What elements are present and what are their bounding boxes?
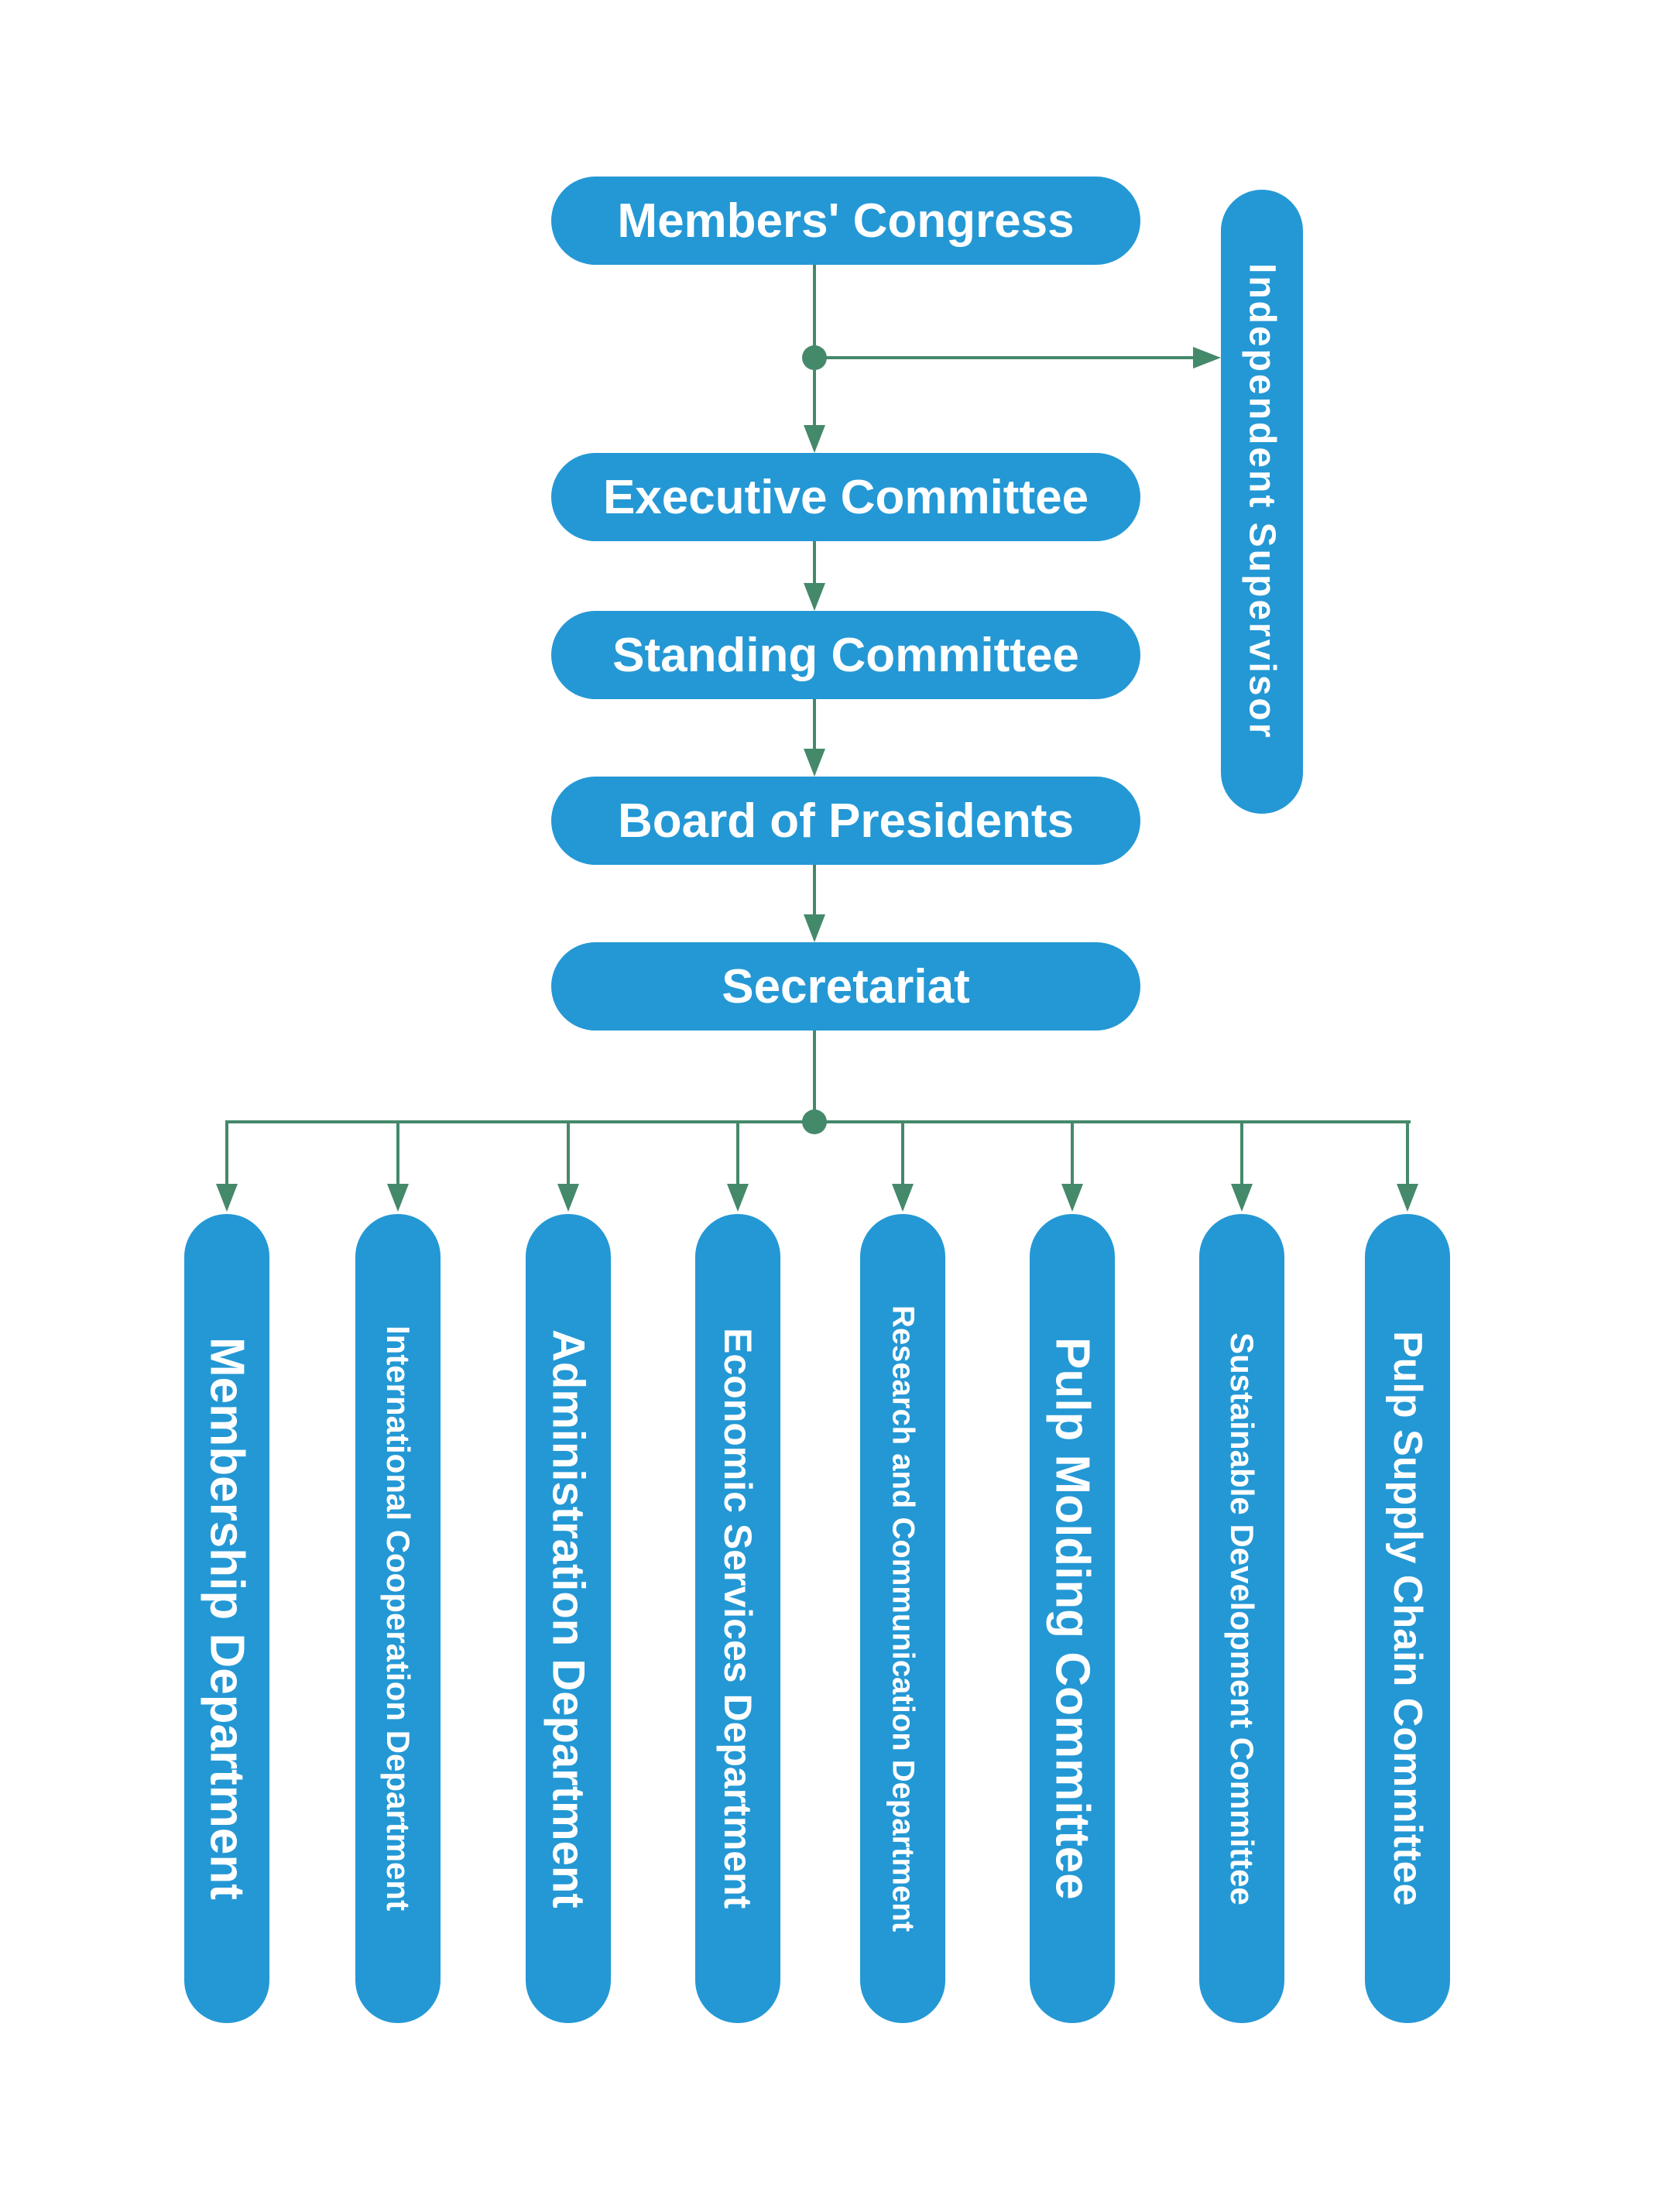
- arrowhead-down-icon: [1231, 1184, 1253, 1212]
- node-label: Standing Committee: [612, 628, 1079, 682]
- arrowhead-down-icon: [804, 749, 825, 777]
- node-label: Pulp Molding Committee: [1045, 1337, 1099, 1900]
- node-label: Pulp Supply Chain Committee: [1385, 1331, 1430, 1906]
- arrowhead-down-icon: [727, 1184, 749, 1212]
- node-label: Secretariat: [722, 959, 970, 1013]
- connector-line: [813, 265, 816, 425]
- arrowhead-down-icon: [1397, 1184, 1418, 1212]
- node-label: Executive Committee: [602, 470, 1089, 524]
- node-label: Independent Supervisor: [1241, 263, 1283, 740]
- arrowhead-down-icon: [892, 1184, 914, 1212]
- arrowhead-down-icon: [1061, 1184, 1083, 1212]
- node-label: Research and Communication Department: [886, 1305, 921, 1932]
- arrowhead-down-icon: [804, 583, 825, 611]
- connector-line: [814, 356, 1193, 359]
- node-standing-committee: Standing Committee: [551, 611, 1140, 699]
- connector-line: [1071, 1122, 1074, 1184]
- connector-line: [736, 1122, 739, 1184]
- connector-line: [901, 1122, 904, 1184]
- node-label: Board of Presidents: [617, 794, 1075, 848]
- node-economic-services-department: Economic Services Department: [695, 1214, 780, 2023]
- node-label: Membership Department: [200, 1337, 254, 1900]
- connector-line: [813, 541, 816, 583]
- node-label: International Cooperation Department: [380, 1325, 417, 1912]
- connector-line: [567, 1122, 570, 1184]
- arrowhead-right-icon: [1193, 347, 1221, 369]
- node-sustainable-development-committee: Sustainable Development Committee: [1199, 1214, 1284, 2023]
- node-research-and-communication-department: Research and Communication Department: [860, 1214, 945, 2023]
- node-pulp-molding-committee: Pulp Molding Committee: [1030, 1214, 1115, 2023]
- connector-line: [396, 1122, 399, 1184]
- connector-line: [813, 699, 816, 749]
- connector-line: [225, 1122, 228, 1184]
- arrowhead-down-icon: [804, 425, 825, 453]
- connector-line: [1240, 1122, 1243, 1184]
- node-members-congress: Members' Congress: [551, 177, 1140, 265]
- node-executive-committee: Executive Committee: [551, 453, 1140, 541]
- arrowhead-down-icon: [387, 1184, 409, 1212]
- node-independent-supervisor: Independent Supervisor: [1221, 190, 1303, 814]
- arrowhead-down-icon: [216, 1184, 238, 1212]
- arrowhead-down-icon: [557, 1184, 579, 1212]
- junction-dot: [802, 1109, 827, 1134]
- node-board-of-presidents: Board of Presidents: [551, 777, 1140, 865]
- node-secretariat: Secretariat: [551, 942, 1140, 1031]
- node-international-cooperation-department: International Cooperation Department: [355, 1214, 441, 2023]
- connector-line: [813, 865, 816, 914]
- arrowhead-down-icon: [804, 914, 825, 942]
- node-label: Sustainable Development Committee: [1224, 1332, 1260, 1905]
- connector-line: [1406, 1122, 1409, 1184]
- connector-line: [813, 1031, 816, 1122]
- node-pulp-supply-chain-committee: Pulp Supply Chain Committee: [1365, 1214, 1450, 2023]
- node-administration-department: Administration Department: [526, 1214, 611, 2023]
- node-label: Economic Services Department: [716, 1328, 759, 1909]
- node-label: Members' Congress: [617, 194, 1075, 248]
- node-membership-department: Membership Department: [184, 1214, 269, 2023]
- node-label: Administration Department: [543, 1329, 594, 1908]
